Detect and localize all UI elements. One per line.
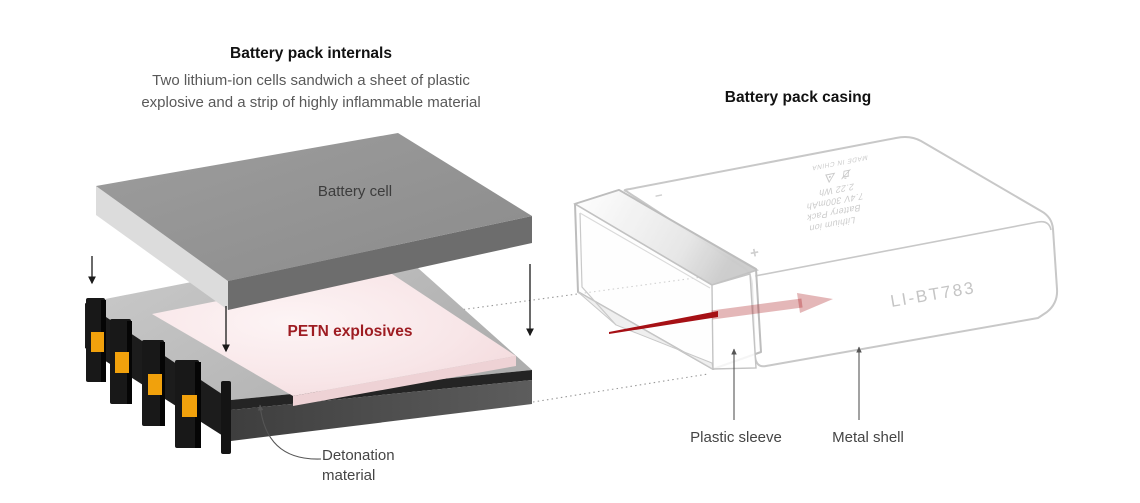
internals-subtitle-line2: explosive and a strip of highly inflamma… [141,93,481,111]
casing-leader-lines [731,346,862,420]
battery-cell-label: Battery cell [317,183,393,200]
recycle-icon [825,173,836,184]
bottom-cell-front [231,380,532,441]
casing-print-label: Lithium ion Battery Pack 7.4V 300mAh 2.2… [786,148,885,239]
insertion-arrow-line [609,311,718,334]
internals-title: Battery pack internals [230,45,392,62]
casing-title: Battery pack casing [724,89,872,106]
connector-tab-edge [221,381,231,454]
petn-explosives-label: PETN explosives [287,323,413,340]
metal-shell-label: Metal shell [832,429,904,446]
minus-terminal-mark: − [653,187,664,204]
connector-tab [142,340,165,426]
sleeve-right-rim [711,273,757,370]
detonation-label-line2: material [322,467,376,484]
insertion-arrow-head [797,293,833,313]
connector-tab [86,298,106,382]
battery-cell-slab [96,133,532,310]
insertion-arrow-body [711,298,803,320]
assembly-arrows [88,256,534,353]
sleeve-inner-top-edge [579,212,711,289]
plus-terminal-mark: + [748,244,761,263]
detonation-label-line1: Detonation [322,447,395,464]
assembly-guide-dotted-lines [444,276,709,403]
plastic-sleeve-label: Plastic sleeve [690,429,782,446]
insertion-arrow [609,293,833,334]
detonation-material-label: Detonation material [322,446,442,486]
internals-subtitle-line1: Two lithium-ion cells sandwich a sheet o… [152,72,470,89]
shell-top-front-crease [754,220,1052,277]
sleeve-interior-bottom [577,291,714,370]
sleeve-inner-edges [579,212,617,326]
connector-tab [175,360,201,448]
petn-front-edge [293,356,516,406]
cell-top-face [96,133,532,281]
connector-tab [110,319,132,404]
internals-subtitle: Two lithium-ion cells sandwich a sheet o… [121,70,501,113]
no-trash-icon [841,169,852,180]
connector-tabs [86,298,231,454]
detonation-leader-line [257,404,322,460]
plastic-sleeve [573,189,762,370]
casing-print-icons [792,162,884,191]
sleeve-top-face [573,189,759,286]
cell-front-face [228,216,532,310]
cell-left-face [96,186,228,310]
